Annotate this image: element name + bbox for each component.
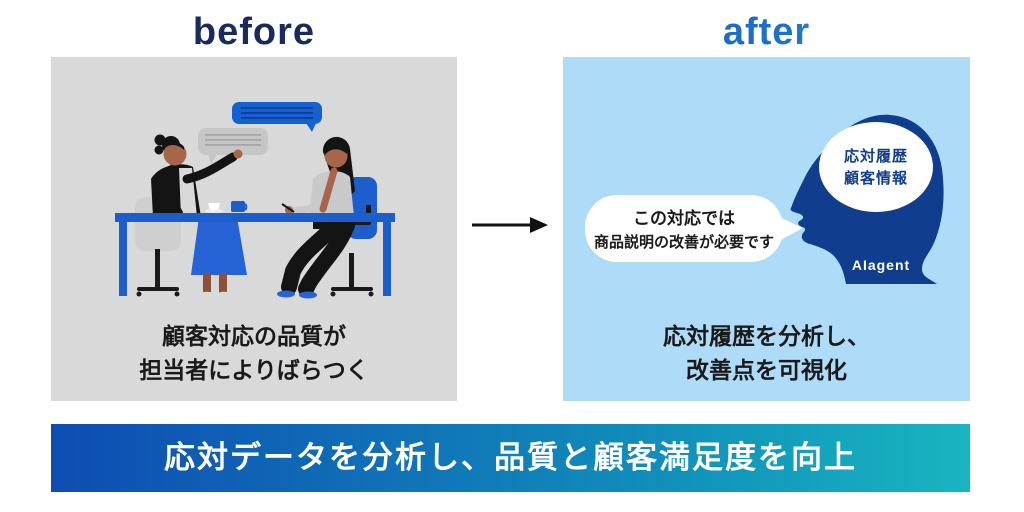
speech-bubble-gray-icon <box>198 128 268 164</box>
before-caption-line2: 担当者によりばらつく <box>139 357 369 383</box>
before-caption: 顧客対応の品質が 担当者によりばらつく <box>51 319 457 387</box>
speech-bubble-white-icon <box>585 195 803 262</box>
meeting-illustration <box>115 102 395 299</box>
ai-head-illustration: 応対履歴 顧客情報 AIagent この対応では 商品説明の改善が必要です <box>585 114 944 284</box>
person-left-icon <box>151 134 247 299</box>
after-caption: 応対履歴を分析し、 改善点を可視化 <box>563 319 970 387</box>
after-caption-line1: 応対履歴を分析し、 <box>663 323 870 349</box>
after-bubble-line2: 商品説明の改善が必要です <box>594 233 774 251</box>
arrow-right-icon <box>472 217 548 233</box>
head-silhouette-icon <box>790 114 944 284</box>
summary-banner: 応対データを分析し、品質と顧客満足度を向上 <box>51 424 970 492</box>
after-bubble-line1: この対応では <box>633 208 735 228</box>
ai-agent-label: AIagent <box>852 257 910 273</box>
after-title: after <box>563 12 970 52</box>
desk-icon <box>115 213 395 296</box>
summary-banner-text: 応対データを分析し、品質と顧客満足度を向上 <box>164 440 857 475</box>
transition-arrow <box>470 213 550 237</box>
brain-circle <box>819 122 933 212</box>
brain-text-line1: 応対履歴 <box>844 147 908 165</box>
before-panel: 顧客対応の品質が 担当者によりばらつく <box>51 57 457 401</box>
speech-bubble-blue-icon <box>232 102 322 132</box>
brain-text-line2: 顧客情報 <box>844 169 908 187</box>
coffee-cups-icon <box>205 201 248 213</box>
after-panel: 応対履歴 顧客情報 AIagent この対応では 商品説明の改善が必要です 応対… <box>563 57 970 401</box>
before-caption-line1: 顧客対応の品質が <box>162 323 346 349</box>
before-title: before <box>192 11 316 53</box>
person-right-icon <box>277 136 355 299</box>
after-caption-line2: 改善点を可視化 <box>686 357 847 383</box>
